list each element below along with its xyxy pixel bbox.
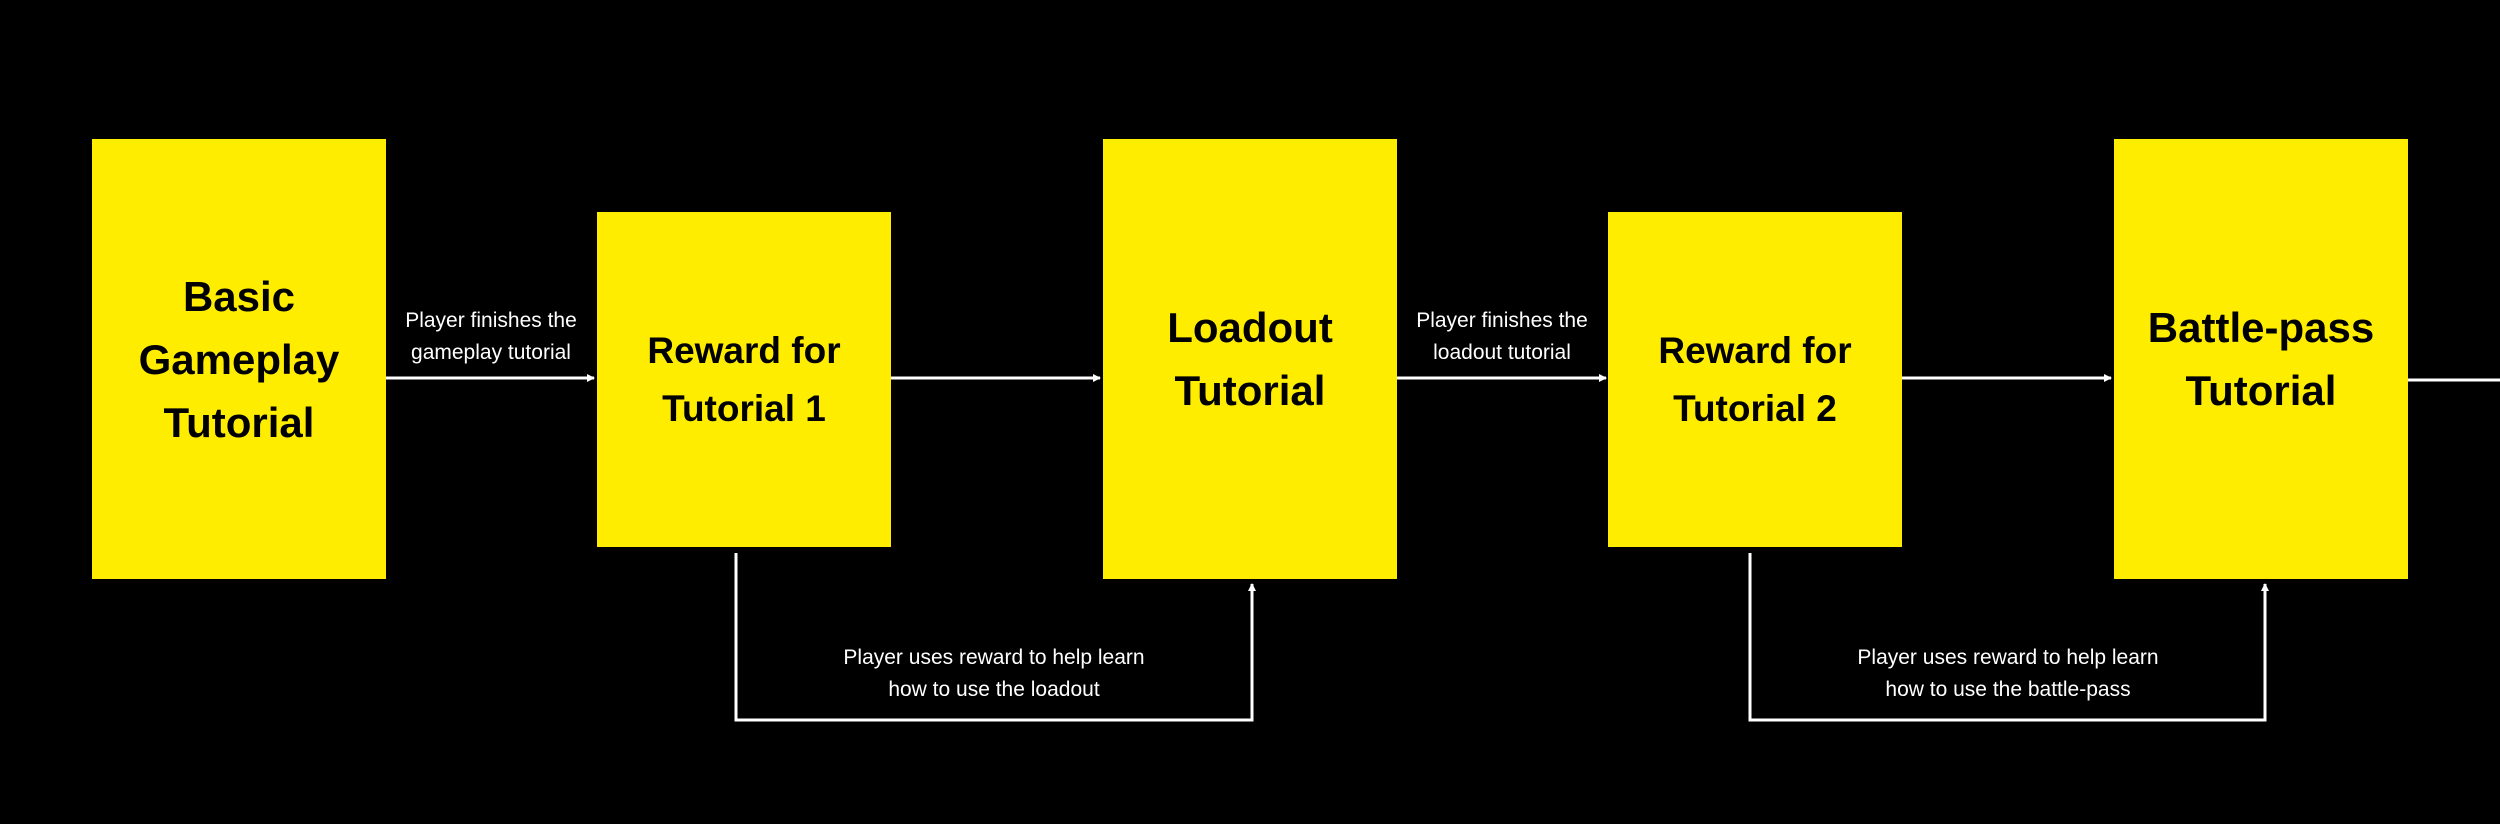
edge-label-finishes-loadout: Player finishes the loadout tutorial (1416, 309, 1588, 364)
loop-arrow-reward1-to-loadout (734, 553, 1256, 722)
edge-label-reward-helps-battle-pass: Player uses reward to help learn how to … (1857, 646, 2159, 701)
node-label: Basic Gameplay Tutorial (138, 272, 340, 446)
node-basic-gameplay-tutorial: Basic Gameplay Tutorial (92, 139, 386, 579)
loop-arrow-reward2-to-battlepass (1748, 553, 2269, 722)
edge-label-reward-helps-loadout: Player uses reward to help learn how to … (843, 646, 1145, 701)
node-label: Loadout Tutorial (1167, 304, 1333, 414)
node-reward-for-tutorial-1: Reward for Tutorial 1 (597, 212, 891, 547)
node-label: Reward for Tutorial 2 (1658, 330, 1852, 429)
node-battle-pass-tutorial: Battle-pass Tutorial (2114, 139, 2408, 579)
node-reward-for-tutorial-2: Reward for Tutorial 2 (1608, 212, 1902, 547)
node-loadout-tutorial: Loadout Tutorial (1103, 139, 1397, 579)
edge-label-finishes-gameplay: Player finishes the gameplay tutorial (405, 309, 577, 364)
node-label: Battle-pass Tutorial (2147, 304, 2375, 414)
node-label: Reward for Tutorial 1 (647, 330, 841, 429)
